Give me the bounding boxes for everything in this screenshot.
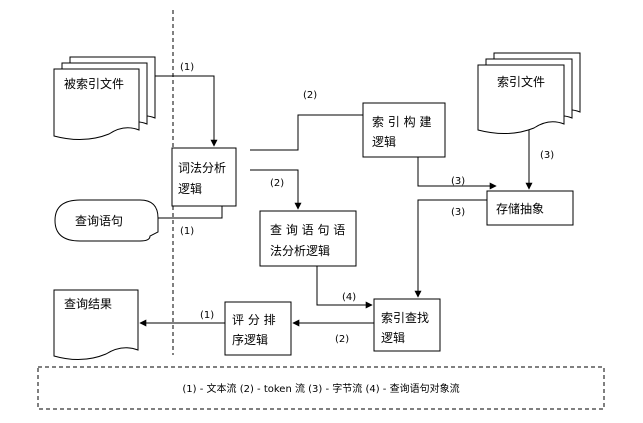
index-build-line2: 逻辑	[372, 135, 396, 149]
edge-label-10: (2)	[335, 334, 349, 345]
edge-label-1: (1)	[180, 62, 194, 73]
index-search-node: 索引查找 逻辑	[373, 298, 441, 352]
edge-label-5: (3)	[451, 176, 465, 187]
edge-storage-to-search	[414, 199, 487, 298]
edge-lexical-to-build	[250, 114, 363, 151]
index-search-line1: 索引查找	[381, 311, 429, 325]
edge-label-9: (1)	[200, 310, 214, 321]
edge-docs-to-lexical	[155, 75, 218, 147]
score-sort-line1: 评 分 排	[232, 313, 276, 327]
edge-query-to-lexical	[158, 206, 223, 219]
lexical-line1: 词法分析	[178, 161, 226, 175]
storage-label: 存储抽象	[496, 201, 544, 216]
lexical-line2: 逻辑	[178, 182, 202, 196]
query-parse-node: 查 询 语 句 语 法分析逻辑	[259, 210, 357, 267]
query-sentence-label: 查询语句	[75, 214, 123, 228]
lexical-analysis-node: 词法分析 逻辑	[171, 147, 237, 207]
edge-label-3: (2)	[270, 178, 284, 189]
index-files-label: 索引文件	[497, 74, 545, 89]
query-parse-line1: 查 询 语 句 语	[270, 223, 345, 237]
legend-text: (1) - 文本流 (2) - token 流 (3) - 字节流 (4) - …	[182, 382, 459, 395]
storage-node: 存储抽象	[486, 190, 574, 226]
edge-parse-to-search	[316, 266, 373, 309]
score-sort-line2: 序逻辑	[232, 332, 268, 347]
query-parse-line2: 法分析逻辑	[270, 244, 330, 258]
legend: (1) - 文本流 (2) - token 流 (3) - 字节流 (4) - …	[37, 366, 605, 410]
edge-label-4: (3)	[540, 150, 554, 161]
query-result-label: 查询结果	[64, 297, 112, 311]
score-sort-node: 评 分 排 序逻辑	[224, 301, 292, 356]
indexed-docs-node: 被索引文件	[53, 56, 156, 140]
edge-label-2: (2)	[303, 90, 317, 101]
query-result-node: 查询结果	[53, 289, 139, 360]
index-files-node: 索引文件	[477, 52, 581, 134]
edge-build-to-storage	[417, 157, 497, 190]
indexed-docs-label: 被索引文件	[64, 76, 124, 91]
index-search-line2: 逻辑	[381, 331, 405, 345]
edge-lexical-to-parse	[250, 169, 302, 210]
index-build-node: 索 引 构 建 逻辑	[362, 102, 446, 158]
index-build-line1: 索 引 构 建	[372, 114, 431, 129]
edge-label-8: (4)	[342, 292, 356, 303]
query-sentence-node: 查询语句	[54, 199, 159, 242]
edge-label-6: (3)	[451, 207, 465, 218]
edge-label-7: (1)	[180, 226, 194, 237]
